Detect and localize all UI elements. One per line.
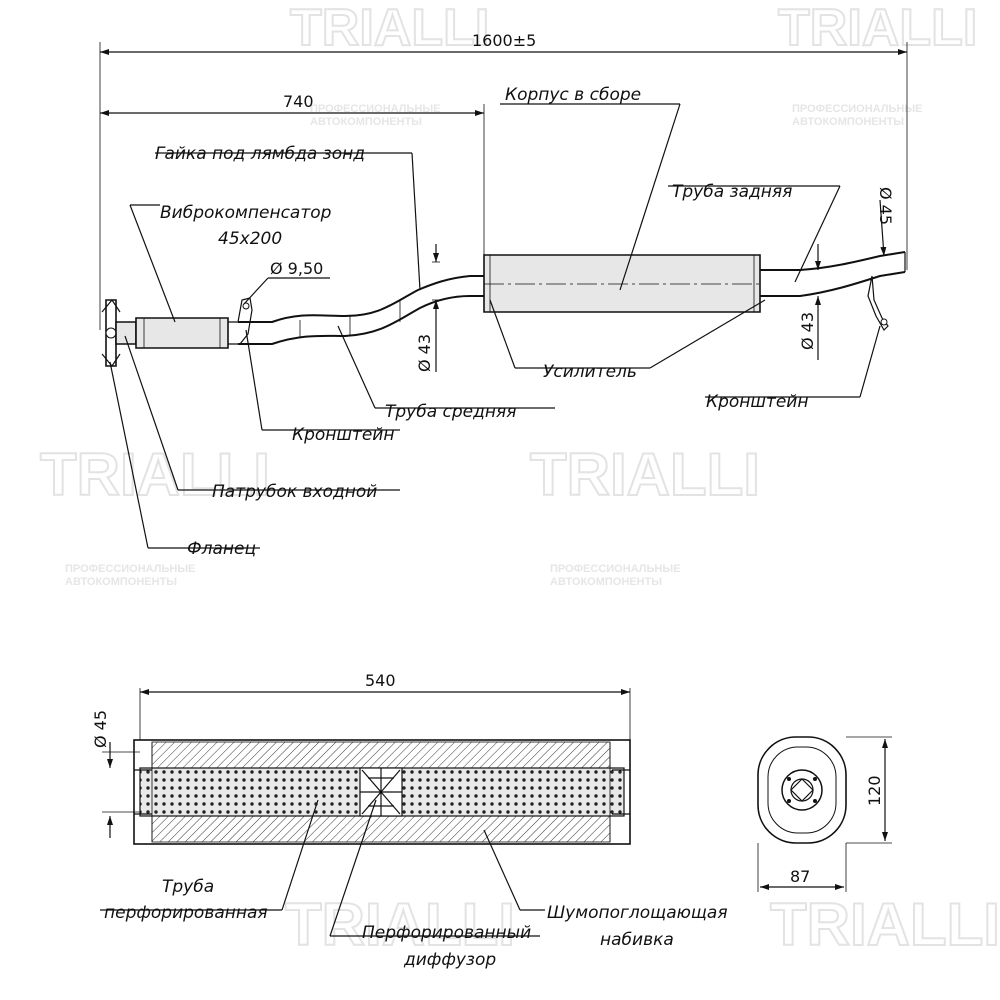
watermark-logo: TRIALLI	[40, 441, 270, 508]
muffler-inlet-diameter-value: Ø 45	[91, 710, 110, 748]
watermark-logo: TRIALLI	[530, 441, 760, 508]
muffler-end-view: 120 87	[757, 736, 892, 892]
exhaust-assembly	[101, 251, 906, 368]
tail-diameter-dimension: Ø 45	[876, 187, 895, 257]
label-reinforcement: Усилитель	[543, 362, 637, 382]
flex-pipe	[135, 317, 229, 349]
watermark-subtext: ПРОФЕССИОНАЛЬНЫЕ	[550, 563, 680, 575]
perforated-diffuser	[359, 767, 403, 817]
top-labels: Корпус в сборе Гайка под лямбда зонд Виб…	[109, 85, 881, 559]
label-rear-pipe: Труба задняя	[672, 182, 792, 202]
watermark-subtext: АВТОКОМПОНЕНТЫ	[310, 116, 422, 128]
muffler-width-value: 87	[790, 867, 810, 886]
watermark-logo: TRIALLI	[778, 0, 977, 57]
nut-diameter-dimension: Ø 9,50	[243, 259, 330, 305]
watermark-logo: TRIALLI	[285, 891, 515, 958]
tail-diameter-value: Ø 45	[876, 187, 895, 225]
muffler-section: 540 Ø 45	[91, 671, 631, 845]
label-lambda-nut: Гайка под лямбда зонд	[155, 144, 365, 164]
label-perforated-diffuser-2: диффузор	[403, 950, 496, 970]
label-flex-pipe: Виброкомпенсатор	[160, 203, 332, 223]
label-perforated-diffuser: Перфорированный	[362, 923, 531, 943]
label-inlet-pipe: Патрубок входной	[212, 482, 377, 502]
overall-length-dimension: 1600±5	[99, 31, 908, 330]
watermark-subtext: АВТОКОМПОНЕНТЫ	[65, 576, 177, 588]
label-body-assembly: Корпус в сборе	[505, 85, 641, 105]
nut-diameter-value: Ø 9,50	[270, 259, 323, 278]
mid-pipe-diameter-dimension: Ø 43	[415, 244, 440, 372]
rear-pipe-diameter-dimension: Ø 43	[798, 244, 821, 360]
watermark-subtext: ПРОФЕССИОНАЛЬНЫЕ	[65, 563, 195, 575]
label-flex-pipe-size: 45x200	[218, 229, 282, 249]
front-length-value: 740	[283, 92, 314, 111]
watermark-subtext: АВТОКОМПОНЕНТЫ	[550, 576, 662, 588]
watermark-logo: TRIALLI	[770, 891, 1000, 958]
label-bracket-rear: Кронштейн	[706, 392, 808, 412]
label-perforated-pipe: Труба	[162, 877, 214, 897]
label-middle-pipe: Труба средняя	[385, 402, 516, 422]
muffler-length-value: 540	[365, 671, 396, 690]
label-bracket-front: Кронштейн	[292, 425, 394, 445]
rear-pipe-diameter-value: Ø 43	[798, 312, 817, 350]
muffler-height-value: 120	[865, 775, 884, 806]
bottom-labels: Труба перфорированная Перфорированный ди…	[100, 799, 728, 970]
watermark-subtext: АВТОКОМПОНЕНТЫ	[792, 116, 904, 128]
label-sound-absorbing: Шумопоглощающая	[547, 903, 728, 923]
watermark-logo: TRIALLI	[290, 0, 489, 57]
label-flange: Фланец	[187, 539, 256, 559]
overall-length-value: 1600±5	[472, 31, 536, 50]
label-sound-absorbing-2: набивка	[600, 930, 674, 950]
watermark-group: TRIALLI TRIALLI TRIALLI TRIALLI TRIALLI …	[39, 0, 1000, 959]
mid-pipe-diameter-value: Ø 43	[415, 334, 434, 372]
watermark-subtext: ПРОФЕССИОНАЛЬНЫЕ	[792, 103, 922, 115]
front-length-dimension: 740	[100, 92, 485, 255]
label-perforated-pipe-2: перфорированная	[104, 903, 268, 923]
